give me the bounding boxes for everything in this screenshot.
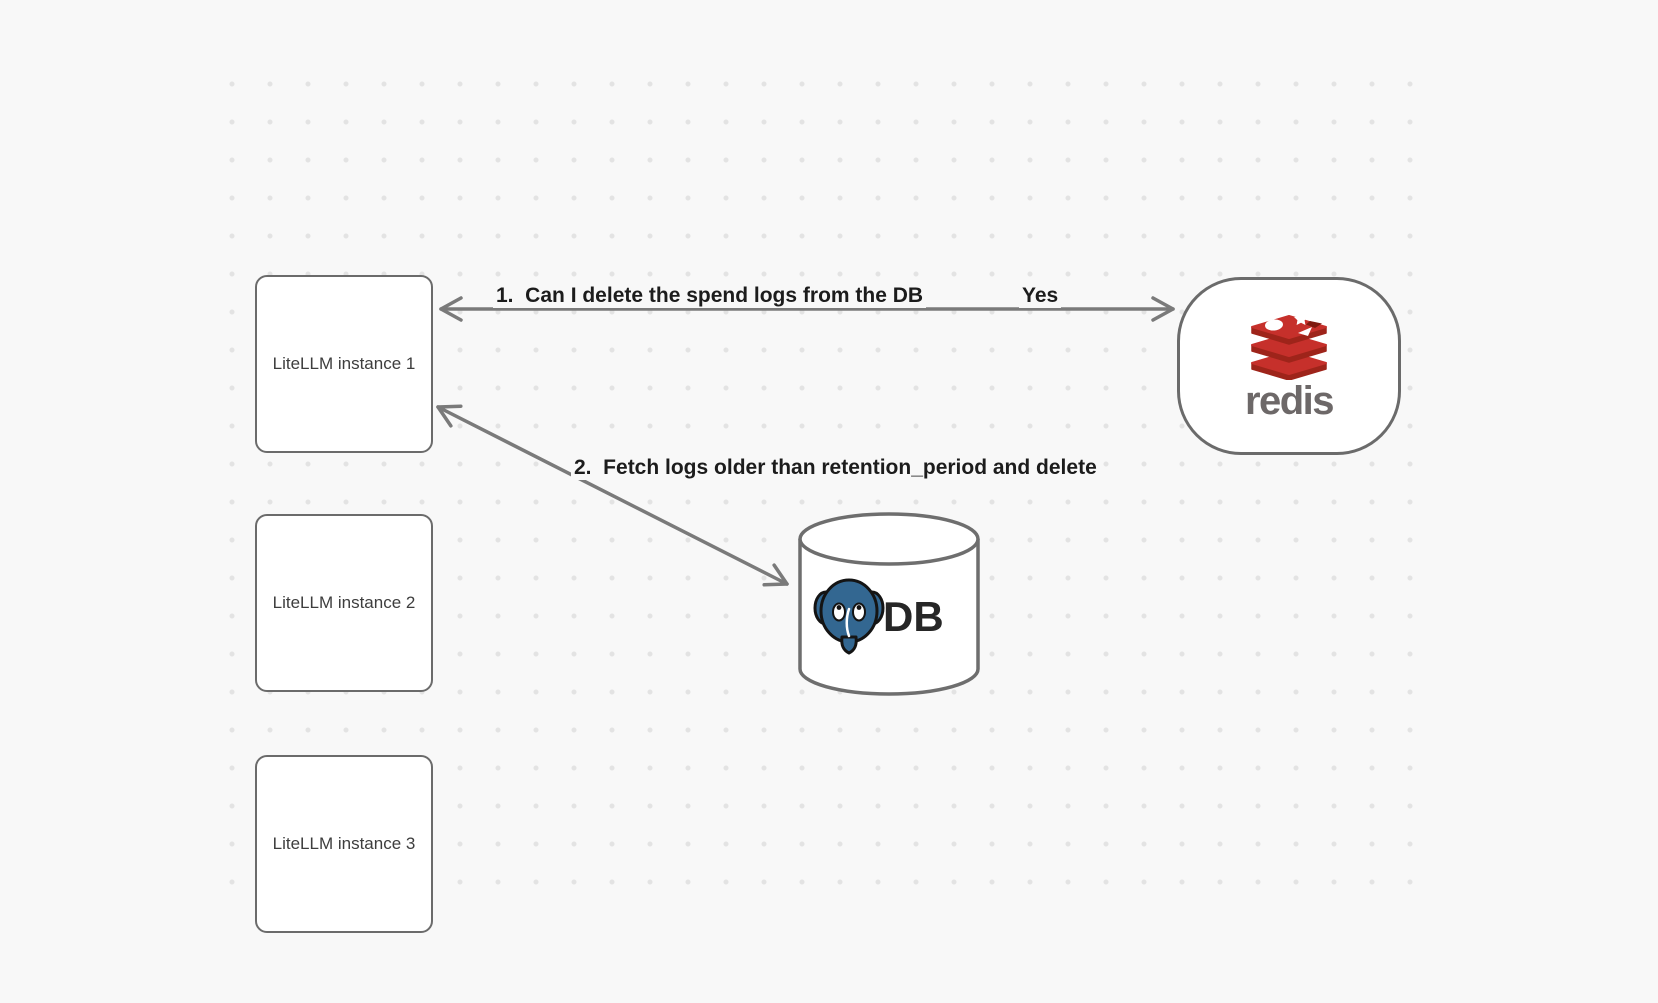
litellm-instance-2-label: LiteLLM instance 2 (272, 593, 416, 612)
litellm-instance-3-node[interactable]: LiteLLM instance 3 (255, 755, 433, 933)
arrow-1-message-label: 1. Can I delete the spend logs from the … (493, 283, 927, 308)
litellm-instance-3-label: LiteLLM instance 3 (272, 834, 416, 853)
litellm-instance-1-label: LiteLLM instance 1 (272, 354, 416, 373)
db-label: DB (883, 593, 944, 640)
arrow-2-message-label: 2. Fetch logs older than retention_perio… (571, 455, 1100, 480)
db-cylinder-node[interactable]: DB (797, 511, 981, 699)
postgres-elephant-icon (813, 578, 885, 655)
litellm-instance-2-node[interactable]: LiteLLM instance 2 (255, 514, 433, 692)
redis-wordmark-label: redis (1244, 378, 1335, 423)
redis-node[interactable]: redis (1177, 277, 1401, 455)
arrow-instance1-to-db[interactable] (436, 404, 789, 587)
database-cylinder-shape (798, 512, 980, 696)
redis-stack-icon (1251, 311, 1327, 380)
arrow-1-response-label: Yes (1019, 283, 1062, 308)
litellm-instance-1-node[interactable]: LiteLLM instance 1 (255, 275, 433, 453)
